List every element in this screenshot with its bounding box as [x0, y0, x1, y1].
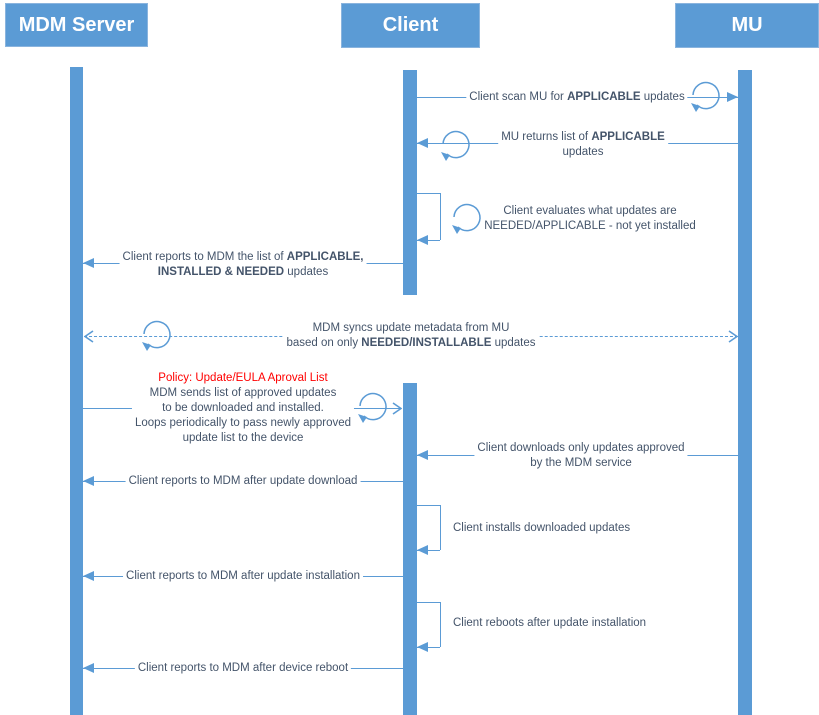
activation-bar-client-1	[403, 70, 417, 295]
self-loop-top-line	[417, 193, 440, 194]
self-loop-right-line	[440, 505, 441, 550]
message-text-segment: Client reports to MDM the list of	[122, 251, 287, 263]
message-text-segment: MDM sends list of approved updates	[149, 387, 337, 399]
arrowhead-left-icon	[83, 258, 94, 268]
message-text-segment: to be downloaded and installed.	[162, 402, 324, 414]
message-text-segment: APPLICABLE	[567, 91, 641, 103]
self-loop-bottom-line	[417, 550, 440, 551]
message-text-line: Client reports to MDM after update downl…	[129, 474, 358, 489]
loop-icon	[452, 203, 481, 234]
message-text-line: updates	[501, 145, 665, 160]
message-text-segment: APPLICABLE	[591, 131, 665, 143]
actor-box-client: Client	[341, 3, 480, 48]
message-text-segment: Policy: Update/EULA Aproval List	[158, 372, 328, 384]
message-text-line: MDM sends list of approved updates	[135, 386, 351, 401]
message-text-segment: NEEDED/APPLICABLE - not yet installed	[484, 220, 696, 232]
message-text-line: Client reboots after update installation	[453, 616, 646, 631]
message-text-segment: MDM syncs update metadata from MU	[312, 322, 510, 334]
message-text-segment: Client reports to MDM after device reboo…	[137, 662, 349, 674]
arrowhead-left-icon	[417, 545, 428, 555]
message-text-line: MDM syncs update metadata from MU	[286, 321, 535, 336]
message-text-segment: updates	[491, 337, 536, 349]
message-text-segment: Client installs downloaded updates	[453, 522, 631, 534]
message-text-line: by the MDM service	[477, 456, 684, 471]
self-loop-top-line	[417, 602, 440, 603]
activation-bar-mdm-server	[70, 67, 83, 715]
activation-bar-mu	[738, 70, 752, 715]
message-text-line: Client reports to MDM after update insta…	[126, 569, 360, 584]
arrowhead-left-icon	[83, 571, 94, 581]
message-text-segment: updates	[562, 146, 604, 158]
message-text-line: Client scan MU for APPLICABLE updates	[469, 90, 684, 105]
self-loop-top-line	[417, 505, 440, 506]
message-text-segment: Client scan MU for	[469, 91, 568, 103]
loop-icon	[691, 81, 720, 112]
arrowhead-left-icon	[417, 450, 428, 460]
message-label: Client reboots after update installation	[450, 616, 649, 631]
message-text-segment: MU returns list of	[501, 131, 592, 143]
self-loop-right-line	[440, 602, 441, 647]
message-text-segment: Client downloads only updates approved	[477, 442, 685, 454]
message-text-line: Client installs downloaded updates	[453, 521, 630, 536]
actor-box-mu: MU	[675, 3, 819, 48]
activation-bar-client-2	[403, 383, 417, 715]
arrowhead-left-icon	[417, 642, 428, 652]
loop-icon	[142, 320, 171, 351]
message-text-segment: updates	[284, 266, 329, 278]
arrowhead-left-icon	[83, 476, 94, 486]
message-label: MDM syncs update metadata from MU based o…	[283, 321, 539, 351]
message-text-line: update list to the device	[135, 431, 351, 446]
self-loop-bottom-line	[417, 647, 440, 648]
message-label: Client installs downloaded updates	[450, 521, 633, 536]
message-text-line: based on only NEEDED/INSTALLABLE updates	[286, 336, 535, 351]
message-text-line: NEEDED/APPLICABLE - not yet installed	[484, 219, 696, 234]
message-label: Client reports to MDM after update downl…	[125, 474, 361, 489]
message-text-segment: based on only	[286, 337, 362, 349]
message-text-line: INSTALLED & NEEDED updates	[123, 265, 364, 280]
arrowhead-left-icon	[83, 663, 94, 673]
message-text-segment: APPLICABLE,	[286, 251, 364, 263]
message-label: Client reports to MDM after device reboo…	[134, 661, 352, 676]
message-text-segment: Client reboots after update installation	[453, 617, 647, 629]
open-arrowhead-right-icon	[392, 402, 402, 415]
message-text-segment: Client reports to MDM after update insta…	[126, 570, 360, 582]
message-label: Client reports to MDM after update insta…	[123, 569, 363, 584]
message-text-line: Client reports to MDM after device reboo…	[138, 661, 348, 676]
arrowhead-left-icon	[417, 235, 428, 245]
message-label: Client reports to MDM the list of APPLIC…	[119, 250, 367, 280]
message-text-segment: Loops periodically to pass newly approve…	[134, 417, 352, 429]
message-text-line: Client reports to MDM the list of APPLIC…	[123, 250, 364, 265]
message-text-line: Client evaluates what updates are	[484, 204, 696, 219]
message-text-line: Client downloads only updates approved	[477, 441, 684, 456]
message-text-segment: INSTALLED & NEEDED	[157, 266, 285, 278]
message-text-segment: Client evaluates what updates are	[503, 205, 677, 217]
self-loop-right-line	[440, 193, 441, 240]
message-text-segment: Client reports to MDM after update downl…	[128, 475, 358, 487]
message-text-segment: by the MDM service	[530, 457, 632, 469]
arrowhead-right-icon	[727, 92, 738, 102]
message-text-segment: NEEDED/INSTALLABLE	[361, 337, 492, 349]
loop-icon	[441, 130, 470, 161]
actor-box-mdm-server: MDM Server	[5, 3, 148, 47]
message-text-line: MU returns list of APPLICABLE	[501, 130, 665, 145]
loop-icon	[358, 392, 387, 423]
message-text-line: Loops periodically to pass newly approve…	[135, 416, 351, 431]
message-text-line: to be downloaded and installed.	[135, 401, 351, 416]
message-text-segment: update list to the device	[182, 432, 304, 444]
open-arrowhead-right-icon	[728, 330, 738, 343]
message-text-segment: updates	[640, 91, 685, 103]
message-label: Client downloads only updates approved by…	[474, 441, 688, 471]
open-arrowhead-left-icon	[84, 330, 94, 343]
arrowhead-left-icon	[417, 138, 428, 148]
message-text-line: Policy: Update/EULA Aproval List	[135, 371, 351, 386]
self-loop-bottom-line	[417, 240, 440, 241]
message-label: Client scan MU for APPLICABLE updates	[466, 90, 688, 105]
